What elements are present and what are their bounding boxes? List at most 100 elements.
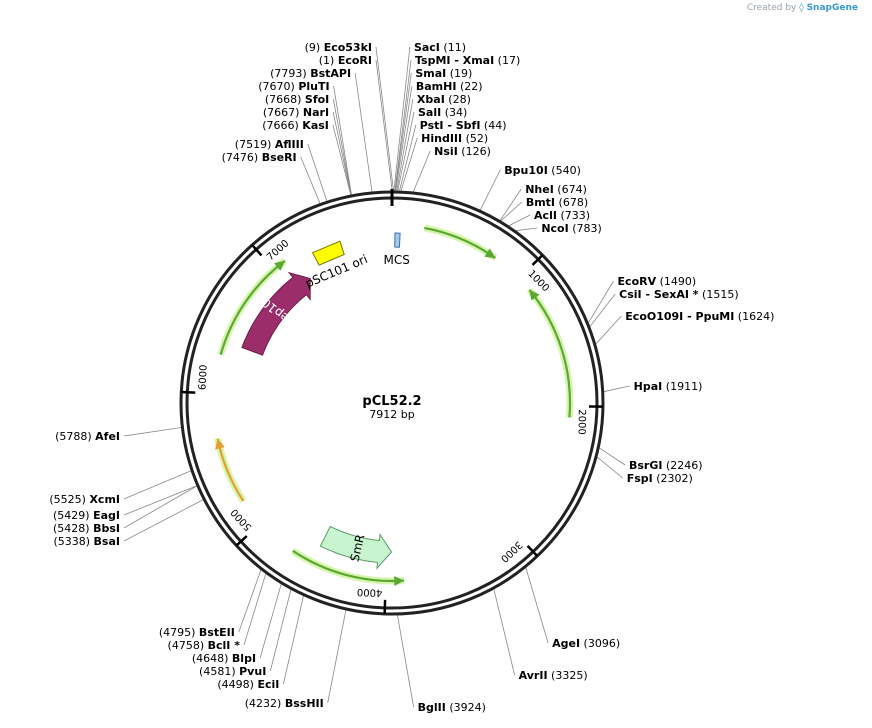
enzyme-bsrgi-label: BsrGI (2246) [629,459,703,472]
enzyme-bsteii: (4795) BstEII [159,626,235,639]
enzyme-eco53ki-label: (9) Eco53kI [305,41,372,54]
enzyme-smai: SmaI (19) [415,67,472,80]
enzyme-afliii-position: (7519) [235,138,275,151]
enzyme-ecii: (4498) EciI [217,678,279,691]
enzyme-eco53ki-leader [375,46,394,192]
enzyme-ecorv-leader [587,280,614,324]
tick-label-6000: 6000 [197,364,209,390]
enzyme-nari: (7667) NarI [263,106,329,119]
enzyme-sfoi-position: (7668) [265,93,305,106]
enzyme-bsrgi: BsrGI (2246) [629,459,703,472]
feature-smr-label: SmR [348,533,368,563]
enzyme-nari-label: (7667) NarI [263,106,329,119]
enzyme-bcli: (4758) BclI * [168,639,241,652]
enzyme-bsshii-leader [327,609,347,704]
enzyme-ecoo109i: EcoO109I - PpuMI (1624) [625,310,774,323]
enzyme-smai-label: SmaI (19) [415,67,472,80]
enzyme-hindiii-position: (52) [462,132,488,145]
feature-orf-top-halo [423,224,498,261]
enzyme-bsai: (5338) BsaI [53,535,120,548]
enzyme-bbsi-label: (5428) BbsI [53,522,120,535]
enzyme-bcli-leader [243,573,267,646]
enzyme-bcli-label: (4758) BclI * [168,639,241,652]
enzyme-bglii-label: BglII (3924) [418,701,486,714]
enzyme-labels: (9) Eco53kI(1) EcoRI(7793) BstAPI(7670) … [49,41,774,714]
enzyme-psti-position: (44) [480,119,506,132]
tick-6000 [181,390,196,394]
enzyme-hpai-name: HpaI [634,380,663,393]
enzyme-ecoo109i-alias: - PpuMI [683,310,734,323]
plasmid-name: pCL52.2 [362,394,421,409]
enzyme-bmti-leader [500,201,523,222]
enzyme-psti-alias: - SbfI [444,119,481,132]
enzyme-ecoo109i-label: EcoO109I - PpuMI (1624) [625,310,774,323]
enzyme-nsii-position: (126) [458,145,491,158]
enzyme-xcmi-label: (5525) XcmI [49,493,120,506]
enzyme-bamhi-name: BamHI [416,80,457,93]
enzyme-ecori-leader [375,59,393,192]
enzyme-csii-name: CsiI [619,288,641,301]
enzyme-smai-leader [394,72,412,192]
enzyme-ecii-label: (4498) EciI [217,678,279,691]
feature-orf-right-arrowhead [529,289,540,301]
enzyme-bbsi-position: (5428) [53,522,93,535]
enzyme-bamhi-leader [395,85,413,192]
enzyme-nhei-leader [499,188,522,221]
enzyme-fspi-position: (2302) [653,472,693,485]
enzyme-psti-label: PstI - SbfI (44) [420,119,507,132]
enzyme-saci-position: (11) [440,41,466,54]
enzyme-acli-position: (733) [557,209,590,222]
tick-label-4000: 4000 [357,586,383,598]
enzyme-sali: SalI (34) [418,106,467,119]
enzyme-bseri-position: (7476) [222,151,262,164]
enzyme-afei: (5788) AfeI [55,430,120,443]
enzyme-blpi-label: (4648) BlpI [192,652,256,665]
enzyme-afliii: (7519) AflIII [235,138,304,151]
enzyme-ecorv-name: EcoRV [618,275,657,288]
enzyme-bseri: (7476) BseRI [222,151,297,164]
enzyme-agei: AgeI (3096) [552,637,620,650]
feature-mcs-label: MCS [383,253,409,267]
tick-label-7000: 7000 [265,238,291,263]
enzyme-hpai-position: (1911) [662,380,702,393]
enzyme-ncoi-label: NcoI (783) [541,222,601,235]
enzyme-pvui: (4581) PvuI [199,665,266,678]
enzyme-blpi-name: BlpI [232,652,256,665]
enzyme-ecorv: EcoRV (1490) [618,275,697,288]
enzyme-afei-leader [123,427,182,437]
enzyme-kasi: (7666) KasI [262,119,329,132]
enzyme-acli-name: AclI [534,209,557,222]
enzyme-blpi: (4648) BlpI [192,652,256,665]
enzyme-bbsi: (5428) BbsI [53,522,120,535]
enzyme-avrii: AvrII (3325) [519,669,588,682]
enzyme-pluti-position: (7670) [258,80,298,93]
tick-3000 [526,545,539,557]
enzyme-tspmi: TspMI - XmaI (17) [415,54,520,67]
enzyme-acli: AclI (733) [534,209,590,222]
enzyme-kasi-position: (7666) [262,119,302,132]
enzyme-agei-name: AgeI [552,637,580,650]
enzyme-csii-alias: - SexAI * [642,288,699,301]
enzyme-afliii-label: (7519) AflIII [235,138,304,151]
enzyme-tspmi-leader [394,59,412,192]
enzyme-ecii-position: (4498) [217,678,257,691]
enzyme-bpu10i-leader [479,169,501,211]
enzyme-bglii: BglII (3924) [418,701,486,714]
enzyme-nari-leader [332,111,352,196]
enzyme-hindiii-leader [400,137,418,192]
enzyme-fspi-label: FspI (2302) [627,472,693,485]
enzyme-kasi-label: (7666) KasI [262,119,329,132]
enzyme-eagi-label: (5429) EagI [53,509,120,522]
enzyme-xcmi-leader [123,470,192,500]
enzyme-hindiii-name: HindIII [421,132,462,145]
enzyme-bamhi-position: (22) [456,80,482,93]
enzyme-pluti-leader [333,85,352,195]
enzyme-hpai-label: HpaI (1911) [634,380,703,393]
enzyme-pvui-label: (4581) PvuI [199,665,266,678]
enzyme-hpai-leader [603,385,630,393]
enzyme-xcmi: (5525) XcmI [49,493,120,506]
enzyme-bmti-label: BmtI (678) [526,196,588,209]
plasmid-center-label: pCL52.2 7912 bp [362,394,421,421]
enzyme-agei-position: (3096) [580,637,620,650]
enzyme-bsrgi-leader [598,447,626,466]
